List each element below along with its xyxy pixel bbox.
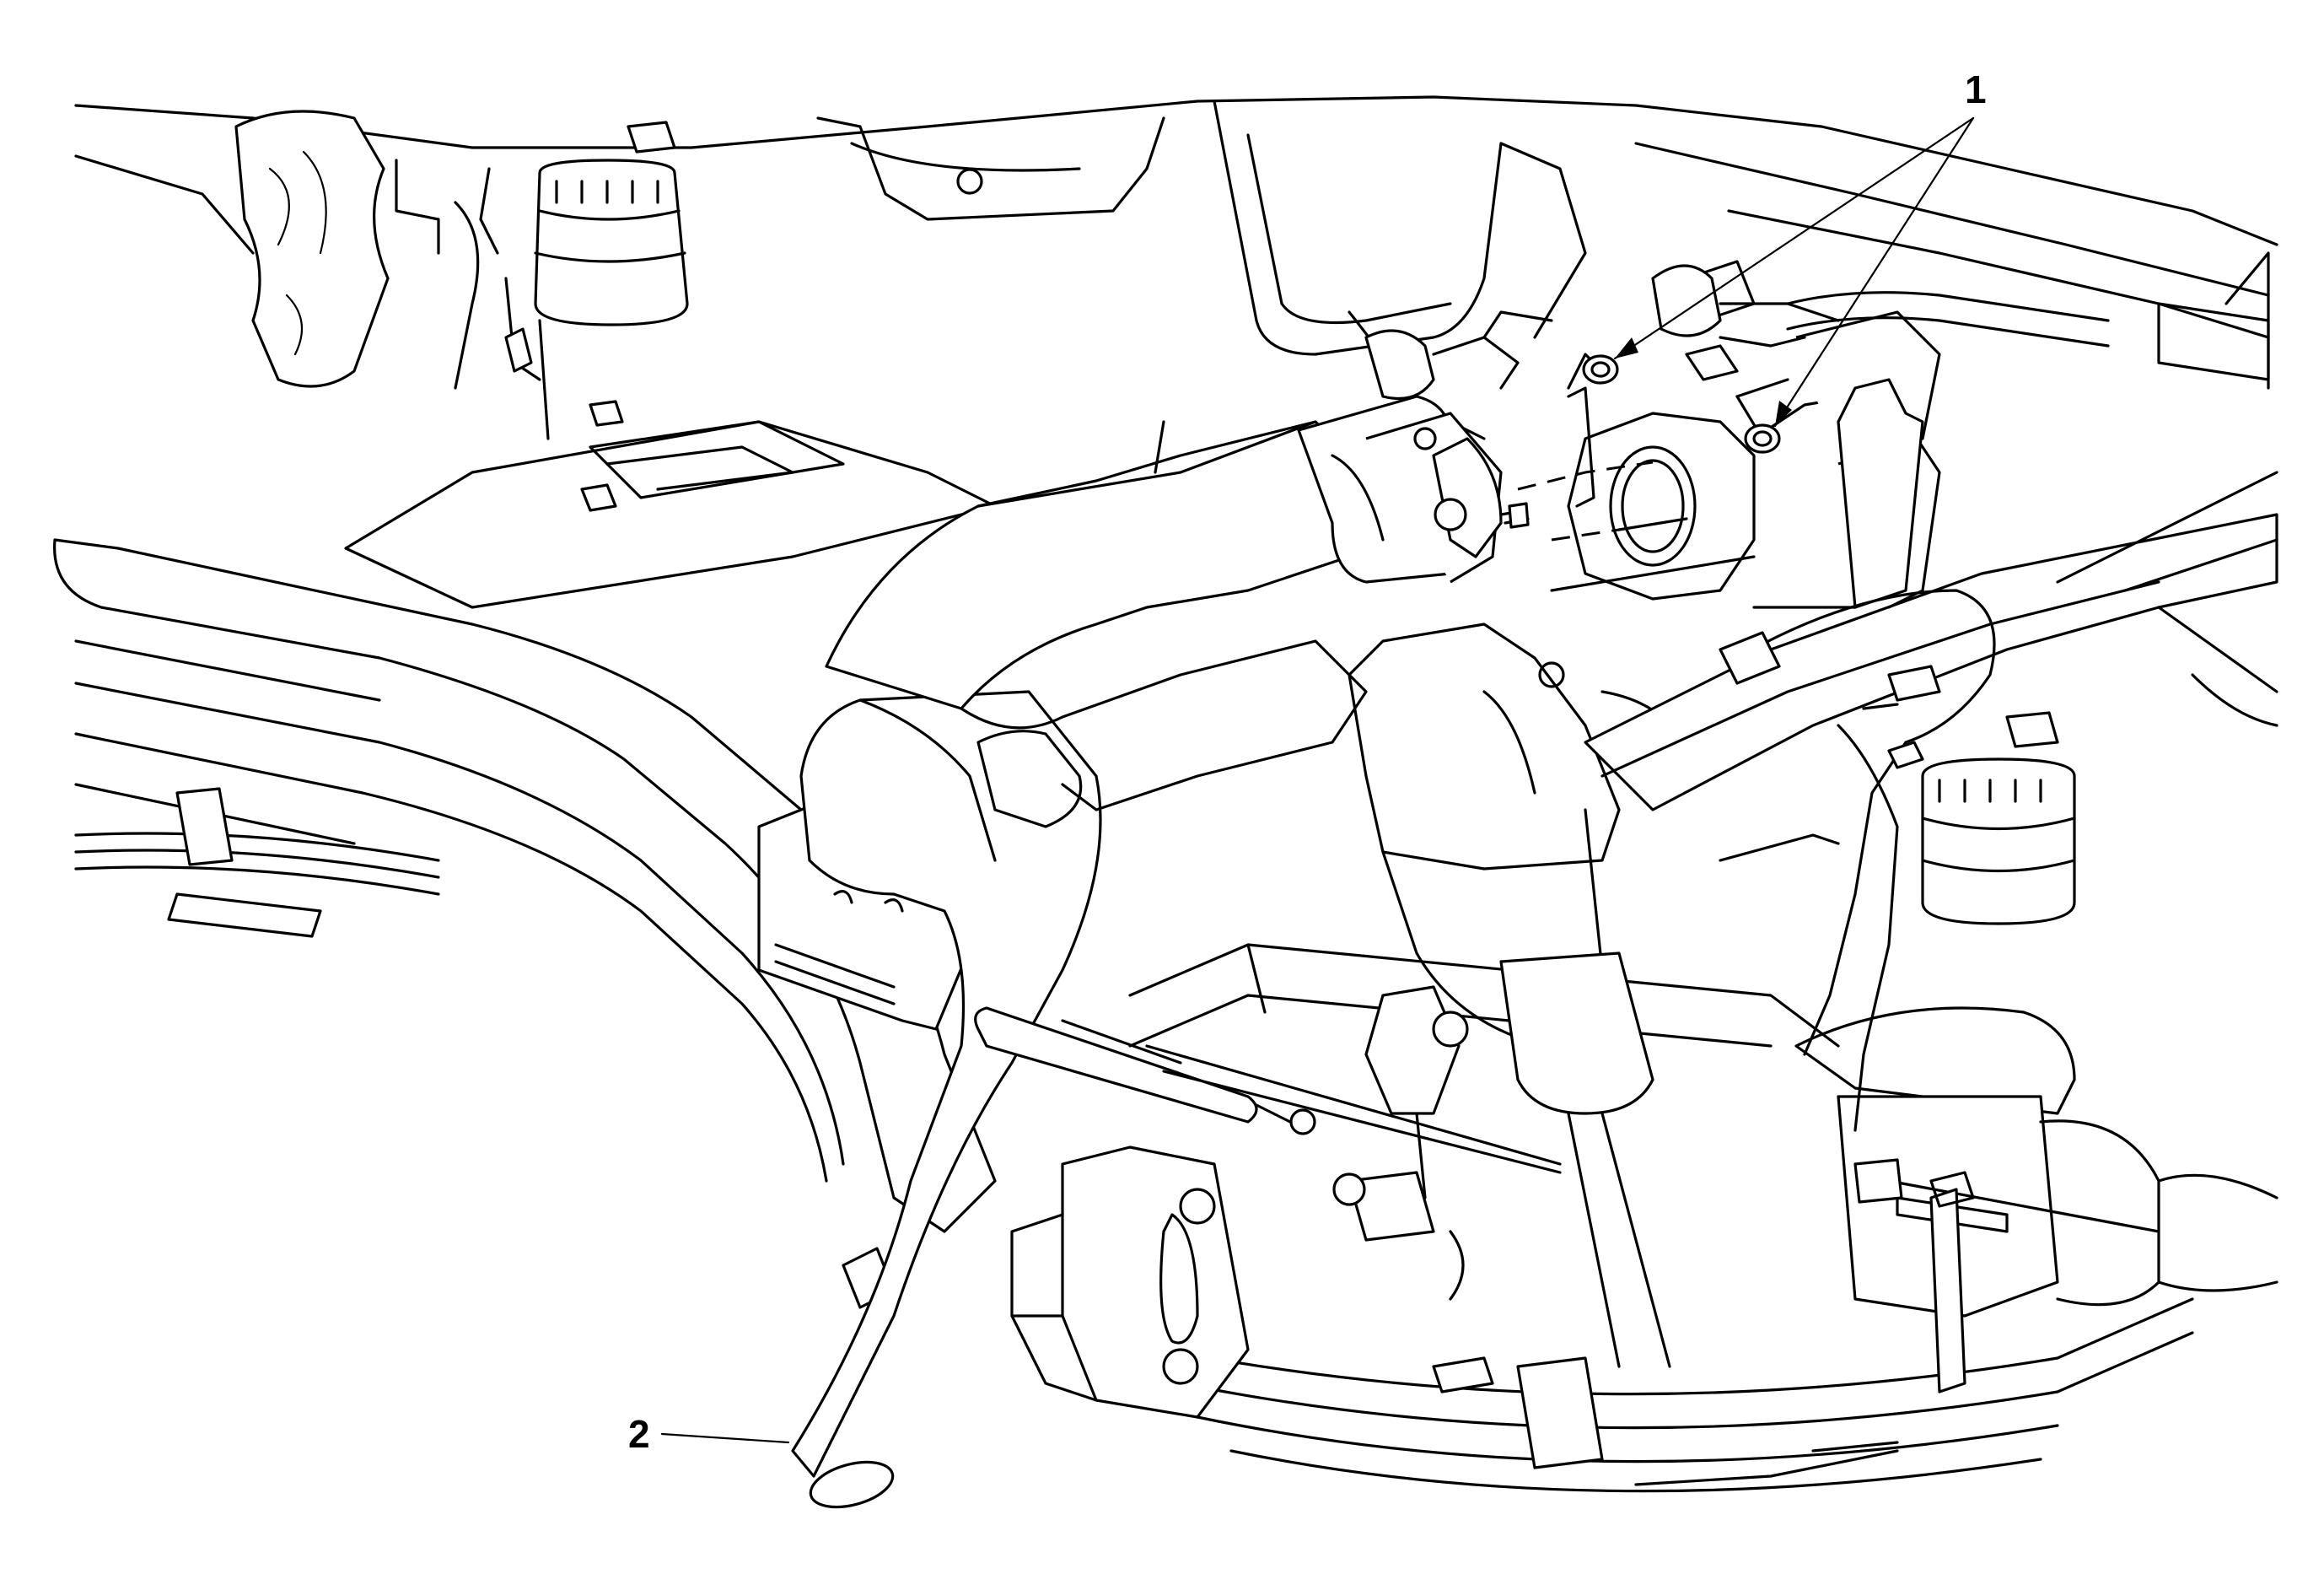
upper-crossmember bbox=[816, 100, 1587, 440]
manifold-nut-lower bbox=[1744, 423, 1781, 454]
transmission-crossmember bbox=[344, 400, 997, 609]
upper-center-mount bbox=[1364, 310, 1553, 401]
upper-left-boot bbox=[234, 110, 541, 390]
callout-label-2: 2 bbox=[628, 1412, 650, 1456]
callout-label-1: 1 bbox=[1965, 67, 1987, 111]
stabilizer-link bbox=[1332, 985, 1469, 1301]
right-frame-rail bbox=[1584, 471, 2278, 811]
spring-u-bolt bbox=[1432, 1171, 1975, 1393]
right-air-spring bbox=[1921, 711, 2076, 925]
rear-axle-housing bbox=[1794, 1006, 2278, 1318]
upper-left-bracket-rod bbox=[479, 167, 550, 440]
axle-center-section bbox=[1128, 943, 1840, 1368]
exhaust-hanger-rod bbox=[974, 1006, 1562, 1174]
rear-frame-rail bbox=[74, 95, 2278, 390]
catalytic-converter bbox=[825, 395, 1503, 811]
callout-1-leader bbox=[1613, 116, 1975, 428]
upper-left-air-spring bbox=[534, 121, 689, 326]
manifold-nut-upper bbox=[1582, 354, 1619, 385]
callout-2-leader bbox=[660, 1432, 790, 1444]
right-leaf-spring bbox=[1162, 1297, 2194, 1493]
left-leaf-spring bbox=[74, 787, 440, 938]
lower-spring-hanger bbox=[1010, 1145, 1250, 1419]
oxygen-sensor-harness bbox=[1719, 589, 1996, 1132]
exhaust-front-pipe bbox=[791, 690, 1102, 1509]
